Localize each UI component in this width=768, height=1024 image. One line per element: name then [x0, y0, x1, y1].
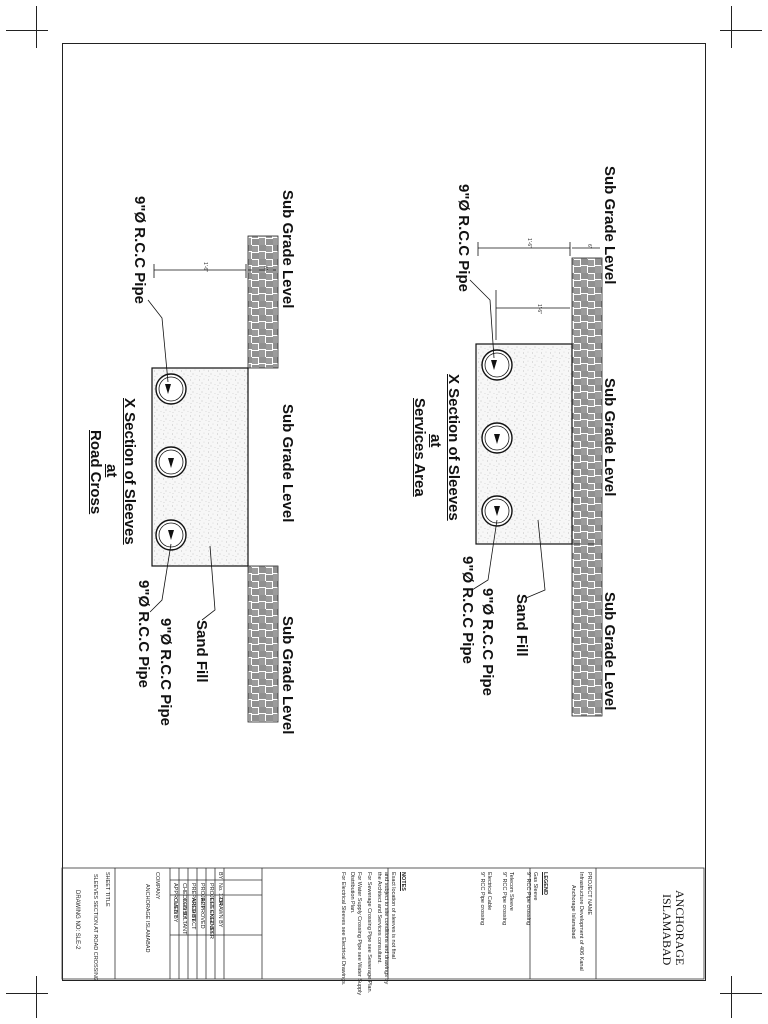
project-name: Infrastructure Development of 406 Kanal — [578, 872, 584, 971]
crop-mark — [36, 6, 38, 48]
dimension-text: 1'-6" — [536, 304, 542, 314]
crop-mark — [6, 30, 48, 32]
note-line: and subject to site conditions and drawi… — [383, 872, 389, 985]
sand-fill-label: Sand Fill — [193, 620, 210, 683]
legend-item: Electrical Cable — [486, 872, 492, 911]
company-name: ANCHORAGE — [673, 890, 687, 966]
leader-arrows — [491, 360, 500, 516]
signature-cell: CONSULTANT — [181, 898, 187, 935]
drawing-number: DRAWING NO: SLE-2 — [74, 890, 80, 950]
sheet-title: SLEEVES SECTION AT ROAD CROSSING — [92, 874, 98, 982]
dimension-text: 6" — [586, 244, 592, 249]
pipe-label: 9"Ø R.C.C Pipe — [131, 196, 148, 304]
signature-cell: CLIENT — [172, 898, 178, 918]
pipe-label: 9"Ø R.C.C Pipe — [157, 618, 174, 726]
company-city: ISLAMABAD — [660, 894, 674, 966]
crop-mark — [6, 993, 48, 995]
project-heading: PROJECT NAME — [586, 872, 592, 915]
section-title-place: Services Area — [411, 398, 428, 497]
note-line: For Sewerage Crossing Pipe see Sewerage … — [366, 872, 372, 994]
dimension-lines — [469, 242, 600, 599]
brick-fill-top — [571, 257, 603, 545]
section-title: X Section of Sleeves — [445, 374, 462, 521]
section-title-at: at — [427, 434, 444, 448]
title-block-grid — [61, 867, 705, 980]
legend-item: Telecom Sleeve — [508, 872, 514, 911]
sub-grade-level-label: Sub Grade Level — [279, 404, 296, 523]
notes-heading: NOTES — [400, 872, 406, 891]
project-location: Anchorage Islamabad — [570, 885, 576, 939]
client-heading: COMPANY — [154, 872, 160, 900]
pipe-label: 9"Ø R.C.C Pipe — [455, 184, 472, 292]
rcc-pipe — [155, 373, 187, 405]
dimension-lines — [147, 264, 276, 621]
drawing-border — [62, 43, 706, 981]
leader-arrows — [165, 384, 174, 540]
signature-cell: DRAWN BY — [217, 898, 223, 928]
sheet-title-heading: SHEET TITLE — [104, 872, 110, 907]
sub-grade-level-label: Sub Grade Level — [279, 616, 296, 735]
crop-mark — [731, 976, 733, 1018]
signature-cell: ARCHITECT — [190, 898, 196, 930]
pipe-label: 9"Ø R.C.C Pipe — [135, 580, 152, 688]
section-title-at: at — [103, 464, 120, 478]
legend-item: 9" RCC Pipe crossing — [525, 872, 531, 925]
crop-mark — [720, 993, 762, 995]
legend-item: Gas Sleeve — [532, 872, 538, 901]
sub-grade-level-label: Sub Grade Level — [601, 378, 618, 497]
legend-item: 9" RCC Pipe crossing — [479, 872, 485, 925]
crop-mark — [720, 30, 762, 32]
dimension-text: 1'-6" — [202, 262, 208, 272]
note-line: Distribution Plan. — [349, 872, 355, 914]
signature-cell: APPROVED — [199, 898, 205, 929]
crop-mark — [731, 6, 733, 48]
section-title-place: Road Cross — [87, 430, 104, 515]
client-name: ANCHORAGE ISLAMABAD — [144, 884, 150, 953]
sand-fill-label: Sand Fill — [513, 594, 530, 657]
brick-fill-bottom — [571, 543, 603, 717]
sub-grade-level-label: Sub Grade Level — [601, 166, 618, 285]
crop-mark — [36, 976, 38, 1018]
note-line: For Electrical Sleeves see Electrical Dr… — [340, 872, 346, 986]
legend-heading: LEGEND — [542, 872, 548, 895]
note-line: Exact location of sleeves is not final — [390, 872, 396, 959]
legend-item: 9" RCC Pipe crossing — [501, 872, 507, 925]
pipe-label: 9"Ø R.C.C Pipe — [479, 588, 496, 696]
sub-grade-level-label: Sub Grade Level — [279, 190, 296, 309]
note-line: For Water Supply Crossing Pipe see Water… — [356, 872, 362, 996]
dimension-text: 1'-6" — [526, 238, 532, 248]
sub-grade-level-label: Sub Grade Level — [601, 592, 618, 711]
section-title: X Section of Sleeves — [121, 398, 138, 545]
note-line: the Architect and Services consultant. — [376, 872, 382, 964]
rcc-pipe — [481, 349, 513, 381]
dimension-text: 6" — [262, 266, 268, 271]
signature-cell: CHECKED BY — [208, 898, 214, 934]
brick-fill-top — [247, 235, 279, 369]
signature-cell: BY — [217, 872, 223, 880]
brick-fill-bottom — [247, 565, 279, 723]
pipe-label: 9"Ø R.C.C Pipe — [459, 556, 476, 664]
